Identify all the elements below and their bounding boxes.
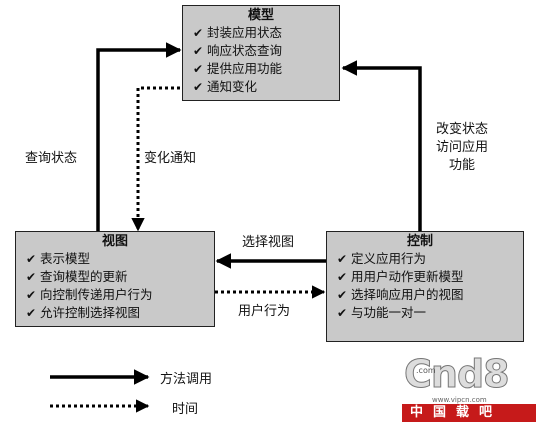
list-item: ✔通知变化 — [193, 79, 258, 94]
check-icon: ✔ — [337, 252, 348, 266]
watermark-logo-text: Cnd8 — [404, 352, 511, 397]
watermark-url: www.vipcn.com — [432, 396, 487, 404]
change-state-label-line1: 改变状态 — [435, 122, 488, 137]
change-state-label-line3: 功能 — [448, 158, 475, 173]
check-icon: ✔ — [193, 80, 204, 94]
list-item: ✔查询模型的更新 — [26, 269, 128, 284]
controller-box: 控制 ✔定义应用行为 ✔用用户动作更新模型 ✔选择响应用户的视图 ✔与功能一对一 — [326, 231, 524, 342]
list-item: ✔选择响应用户的视图 — [337, 287, 464, 302]
list-item: ✔响应状态查询 — [193, 43, 283, 58]
model-items: ✔封装应用状态 ✔响应状态查询 ✔提供应用功能 ✔通知变化 — [183, 24, 339, 96]
model-box: 模型 ✔封装应用状态 ✔响应状态查询 ✔提供应用功能 ✔通知变化 — [182, 5, 340, 101]
query-state-label: 查询状态 — [25, 151, 78, 166]
user-action-label: 用户行为 — [238, 304, 291, 319]
change-state-label-line2: 访问应用 — [435, 140, 488, 155]
check-icon: ✔ — [337, 306, 348, 320]
watermark-com: .com — [416, 366, 436, 375]
controller-items: ✔定义应用行为 ✔用用户动作更新模型 ✔选择响应用户的视图 ✔与功能一对一 — [327, 250, 523, 322]
legend-method-call: 方法调用 — [160, 372, 213, 387]
check-icon: ✔ — [26, 252, 37, 266]
check-icon: ✔ — [193, 44, 204, 58]
check-icon: ✔ — [193, 26, 204, 40]
list-item: ✔允许控制选择视图 — [26, 305, 141, 320]
legend-time: 时间 — [172, 402, 199, 417]
model-title: 模型 — [247, 8, 274, 23]
list-item: ✔提供应用功能 — [193, 61, 283, 76]
select-view-label: 选择视图 — [242, 235, 295, 250]
check-icon: ✔ — [337, 288, 348, 302]
watermark-logo: Cnd8 .com www.vipcn.com 中国载吧 — [402, 352, 538, 422]
change-state-arrow — [341, 60, 422, 231]
change-notify-label: 变化通知 — [144, 151, 197, 166]
view-box: 视图 ✔表示模型 ✔查询模型的更新 ✔向控制传递用户行为 ✔允许控制选择视图 — [15, 231, 215, 327]
controller-title: 控制 — [407, 234, 434, 249]
query-state-arrow — [96, 42, 182, 231]
change-notify-arrow — [131, 86, 180, 232]
change-state-label: 改变状态 访问应用 功能 — [430, 121, 494, 175]
list-item: ✔定义应用行为 — [337, 251, 427, 266]
list-item: ✔表示模型 — [26, 251, 91, 266]
view-title: 视图 — [101, 234, 128, 249]
list-item: ✔用用户动作更新模型 — [337, 269, 464, 284]
check-icon: ✔ — [193, 62, 204, 76]
view-items: ✔表示模型 ✔查询模型的更新 ✔向控制传递用户行为 ✔允许控制选择视图 — [16, 250, 214, 322]
check-icon: ✔ — [337, 270, 348, 284]
check-icon: ✔ — [26, 306, 37, 320]
check-icon: ✔ — [26, 270, 37, 284]
list-item: ✔向控制传递用户行为 — [26, 287, 153, 302]
list-item: ✔封装应用状态 — [193, 25, 283, 40]
list-item: ✔与功能一对一 — [337, 305, 427, 320]
check-icon: ✔ — [26, 288, 37, 302]
watermark-cn-text: 中国载吧 — [402, 404, 536, 422]
